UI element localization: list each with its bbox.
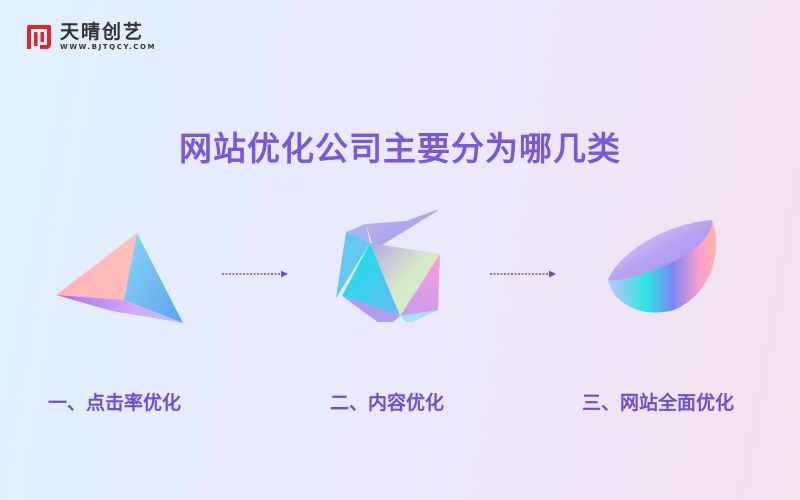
- pyramid-icon: [56, 233, 183, 323]
- hemisphere-icon: [608, 220, 717, 313]
- brand-logo: 天晴创艺 WWW.BJTQCY.COM: [24, 22, 156, 52]
- arrow-right-icon: [222, 270, 288, 278]
- page-title: 网站优化公司主要分为哪几类: [179, 129, 621, 168]
- logo-mark-icon: [27, 25, 51, 49]
- step-label-1: 一、点击率优化: [48, 392, 182, 414]
- icosahedron-icon: [336, 210, 440, 322]
- brand-url: WWW.BJTQCY.COM: [60, 43, 157, 51]
- arrow-right-icon: [490, 270, 556, 278]
- step-label-3: 三、网站全面优化: [582, 392, 735, 414]
- step-label-2: 二、内容优化: [330, 392, 445, 414]
- brand-name: 天晴创艺: [60, 21, 145, 43]
